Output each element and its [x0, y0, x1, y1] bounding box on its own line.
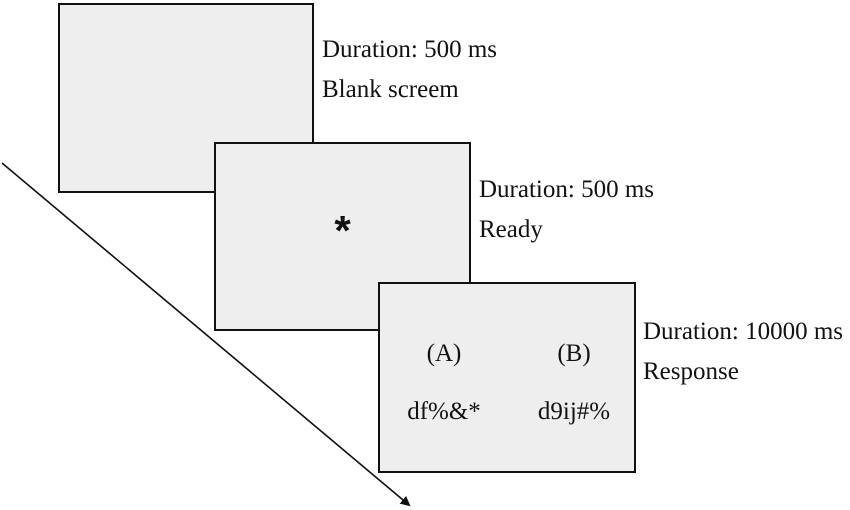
blank-screen-caption: Duration: 500 ms Blank screem	[322, 30, 497, 110]
response-screen-caption: Duration: 10000 ms Response	[643, 312, 843, 392]
blank-screen-name: Blank screem	[322, 76, 459, 103]
fixation-asterisk: *	[334, 207, 351, 254]
response-screen-name: Response	[643, 358, 739, 385]
blank-screen-duration: Duration: 500 ms	[322, 36, 497, 63]
ready-screen-caption: Duration: 500 ms Ready	[479, 170, 654, 250]
option-a-label: (A)	[426, 340, 462, 367]
option-b-label: (B)	[557, 340, 591, 367]
response-screen-panel: (A) (B) df%&* d9ij#%	[378, 282, 636, 473]
ready-screen-name: Ready	[479, 216, 543, 243]
ready-screen-duration: Duration: 500 ms	[479, 176, 654, 203]
option-a-string: df%&*	[407, 398, 481, 425]
response-screen-duration: Duration: 10000 ms	[643, 318, 843, 345]
option-b-string: d9ij#%	[537, 398, 611, 425]
